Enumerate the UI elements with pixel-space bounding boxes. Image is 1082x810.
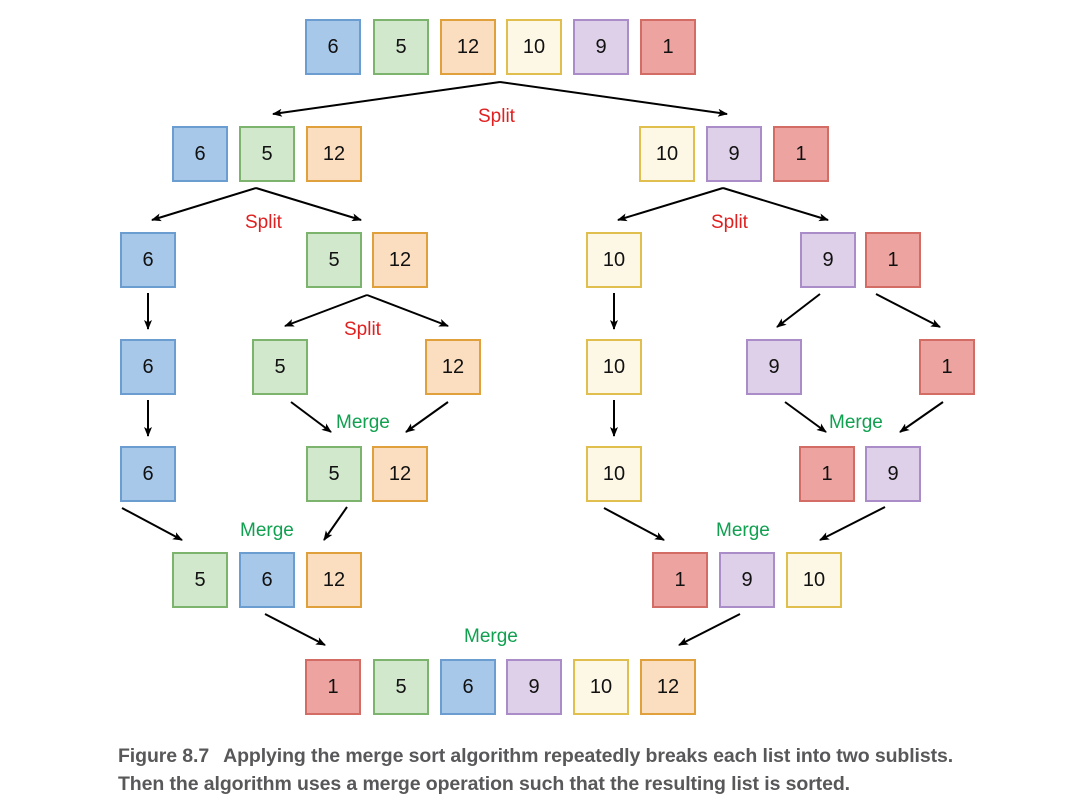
merge-label: Merge	[464, 626, 518, 647]
value-box: 9	[719, 552, 775, 608]
value-box: 5	[306, 232, 362, 288]
merge-label: Merge	[829, 412, 883, 433]
value-box: 12	[372, 232, 428, 288]
flow-arrow	[290, 401, 332, 433]
flow-arrow	[784, 401, 827, 433]
value-box: 6	[120, 232, 176, 288]
split-label: Split	[344, 319, 381, 340]
flow-arrow	[264, 613, 326, 646]
flow-arrow	[819, 506, 886, 541]
value-box: 6	[440, 659, 496, 715]
value-box: 5	[373, 19, 429, 75]
value-box: 12	[306, 126, 362, 182]
value-box: 6	[172, 126, 228, 182]
merge-label: Merge	[240, 520, 294, 541]
value-box: 9	[800, 232, 856, 288]
flow-arrow	[151, 187, 257, 222]
value-box: 10	[586, 339, 642, 395]
value-box: 12	[640, 659, 696, 715]
value-box: 10	[573, 659, 629, 715]
value-box: 12	[425, 339, 481, 395]
value-box: 9	[706, 126, 762, 182]
value-box: 10	[786, 552, 842, 608]
value-box: 6	[120, 446, 176, 502]
flow-arrow	[323, 506, 348, 541]
value-box: 10	[586, 232, 642, 288]
value-box: 1	[640, 19, 696, 75]
value-box: 1	[305, 659, 361, 715]
value-box: 10	[586, 446, 642, 502]
value-box: 1	[865, 232, 921, 288]
value-box: 12	[440, 19, 496, 75]
value-box: 10	[506, 19, 562, 75]
value-box: 9	[506, 659, 562, 715]
split-label: Split	[711, 212, 748, 233]
split-label: Split	[245, 212, 282, 233]
value-box: 1	[919, 339, 975, 395]
value-box: 9	[865, 446, 921, 502]
value-box: 9	[746, 339, 802, 395]
value-box: 1	[773, 126, 829, 182]
value-box: 6	[305, 19, 361, 75]
value-box: 5	[252, 339, 308, 395]
flow-arrow	[499, 81, 728, 117]
value-box: 5	[239, 126, 295, 182]
flow-arrow	[121, 507, 183, 541]
value-box: 6	[120, 339, 176, 395]
value-box: 12	[306, 552, 362, 608]
flow-arrow	[603, 507, 665, 541]
flow-arrow	[617, 187, 724, 222]
merge-label: Merge	[716, 520, 770, 541]
flow-arrow	[776, 293, 821, 328]
flow-arrow	[678, 613, 741, 646]
value-box: 9	[573, 19, 629, 75]
split-label: Split	[478, 106, 515, 127]
figure-number: Figure 8.7	[118, 745, 210, 767]
value-box: 10	[639, 126, 695, 182]
value-box: 6	[239, 552, 295, 608]
value-box: 5	[373, 659, 429, 715]
flow-arrow	[899, 401, 944, 433]
value-box: 12	[372, 446, 428, 502]
value-box: 1	[799, 446, 855, 502]
value-box: 5	[306, 446, 362, 502]
figure-caption-text: Applying the merge sort algorithm repeat…	[118, 745, 954, 795]
flow-arrow	[405, 401, 449, 433]
flow-arrow	[272, 81, 501, 117]
value-box: 5	[172, 552, 228, 608]
merge-label: Merge	[336, 412, 390, 433]
value-box: 1	[652, 552, 708, 608]
flow-arrow	[875, 293, 941, 328]
